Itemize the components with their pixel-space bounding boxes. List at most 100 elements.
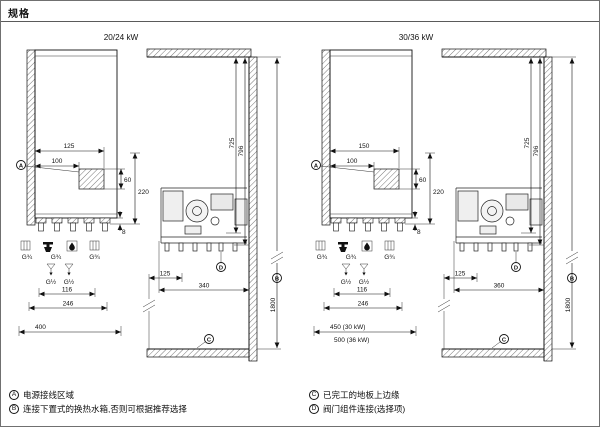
- discharge-funnel-icon: [46, 263, 56, 276]
- pipe-fittings: [35, 217, 111, 232]
- dim-box-height: 60: [399, 168, 427, 190]
- grate-icon: [89, 240, 100, 251]
- dim-panel-height: 220: [110, 152, 149, 225]
- dim-wall-offset-label: 125: [64, 143, 75, 150]
- dim-box-height-label: 60: [124, 177, 132, 184]
- marker-b-letter: B: [275, 276, 279, 282]
- marker-c: C: [491, 334, 509, 349]
- connection-size-label: G¾: [89, 254, 100, 261]
- top-clearance-hatch: [441, 48, 547, 58]
- connection-size-label: G½: [64, 278, 75, 286]
- break-symbol: [142, 299, 156, 308]
- legend-text-b: 连接下置式的换热水箱,否则可根据推荐选择: [23, 404, 187, 414]
- dim-width-label-1: 450 (30 kW): [330, 324, 365, 331]
- legend-text-c: 已完工的地板上边缘: [323, 390, 400, 400]
- dim-conn-outer: 246: [323, 301, 403, 311]
- dim-side-front-label: 125: [160, 271, 171, 278]
- legend-column-right: C 已完工的地板上边缘 D 阀门组件连接(选择项): [309, 388, 405, 416]
- dim-height-796-label: 796: [238, 145, 245, 156]
- page-title: 规格: [8, 9, 30, 20]
- side-wall-hatch: [321, 49, 331, 226]
- spec-diagram: 20/24 kW 125 100 60: [16, 33, 284, 362]
- dim-conn-outer-label: 246: [63, 301, 74, 308]
- floor-extension-line: [437, 274, 451, 349]
- dim-gap: 8: [412, 211, 421, 236]
- legend-item-c: C 已完工的地板上边缘: [309, 388, 405, 402]
- dim-height-796: 796: [234, 58, 249, 246]
- dim-box-offset-label: 100: [347, 158, 358, 165]
- discharge-funnel-icon: [359, 263, 369, 276]
- marker-d: D: [216, 252, 226, 272]
- power-connection-area: [373, 168, 400, 190]
- side-wall-hatch: [26, 49, 36, 226]
- floor-hatch: [441, 348, 545, 358]
- connection-size-label: G½: [359, 278, 370, 286]
- connection-size-label: G¾: [384, 254, 395, 261]
- marker-b-letter: B: [570, 276, 574, 282]
- dim-conn-inner: 116: [38, 287, 96, 297]
- dim-box-offset-label: 100: [52, 158, 63, 165]
- dim-panel-height-label: 220: [138, 189, 149, 196]
- side-view: 725 796 B 1800 125: [142, 48, 284, 362]
- top-clearance-hatch: [146, 48, 252, 58]
- connection-size-label: G¾: [22, 254, 33, 261]
- dim-conn-outer-label: 246: [358, 301, 369, 308]
- discharge-funnel-icon: [341, 263, 351, 276]
- floor-extension-line: [142, 274, 156, 349]
- tap-icon: [338, 242, 348, 252]
- marker-b-circle: [567, 273, 577, 283]
- dim-width-label-2: 500 (36 kW): [334, 337, 369, 344]
- legend-column-left: A 电源接线区域 B 连接下置式的换热水箱,否则可根据推荐选择: [9, 388, 187, 416]
- dim-height-796-label: 796: [533, 145, 540, 156]
- drop-icon: [361, 240, 373, 252]
- dim-depth-label: 360: [494, 283, 505, 290]
- connection-size-label: G½: [341, 278, 352, 286]
- marker-a: A: [311, 160, 375, 173]
- break-symbol: [270, 256, 284, 265]
- marker-a-circle: [16, 160, 26, 170]
- dim-width-label-1: 400: [35, 324, 46, 331]
- break-symbol: [565, 256, 579, 265]
- legend-item-d: D 阀门组件连接(选择项): [309, 402, 405, 416]
- dim-gap-label: 8: [417, 229, 421, 236]
- diagram-title: 20/24 kW: [104, 33, 139, 42]
- dim-height-725-label: 725: [524, 137, 531, 148]
- marker-d: D: [511, 252, 521, 272]
- front-view: 150 100 60 220: [311, 49, 444, 344]
- dim-panel-height-label: 220: [433, 189, 444, 196]
- dim-gap-label: 8: [122, 229, 126, 236]
- legend-item-b: B 连接下置式的换热水箱,否则可根据推荐选择: [9, 402, 187, 416]
- dim-height-725-label: 725: [229, 137, 236, 148]
- marker-a-letter: A: [19, 163, 24, 169]
- marker-a: A: [16, 160, 80, 173]
- diagram-30-36kw: 30/36 kW 150 100 60: [304, 31, 596, 371]
- dim-depth: 360: [453, 241, 544, 293]
- spec-diagram: 30/36 kW 150 100 60: [311, 33, 579, 362]
- header-rule: [1, 21, 599, 22]
- marker-c-letter: C: [502, 337, 507, 343]
- dim-box-offset: 100: [330, 158, 375, 169]
- break-symbol: [270, 251, 284, 260]
- connection-icons: [315, 240, 395, 276]
- pipe-fittings: [330, 217, 406, 232]
- break-symbol: [142, 304, 156, 313]
- dim-conn-inner-label: 116: [62, 287, 73, 294]
- hydraulic-assembly: [160, 187, 248, 252]
- drop-icon: [66, 240, 78, 252]
- grate-icon: [384, 240, 395, 251]
- marker-b-circle: [272, 273, 282, 283]
- dim-box-height-label: 60: [419, 177, 427, 184]
- dim-side-front: 125: [149, 271, 183, 282]
- marker-c-letter: C: [207, 337, 212, 343]
- dim-wall-offset: 125: [35, 143, 105, 168]
- dim-mount-1800: B 1800: [546, 56, 579, 350]
- dim-box-height: 60: [104, 168, 132, 190]
- marker-d-circle: [216, 262, 226, 272]
- dim-height-725: 725: [226, 58, 241, 234]
- boiler-front-outline: [329, 49, 413, 219]
- dim-conn-outer: 246: [28, 301, 108, 311]
- dim-overall-width: 450 (30 kW) 500 (36 kW): [313, 324, 417, 344]
- connection-icons: [20, 240, 100, 276]
- break-symbol: [437, 304, 451, 313]
